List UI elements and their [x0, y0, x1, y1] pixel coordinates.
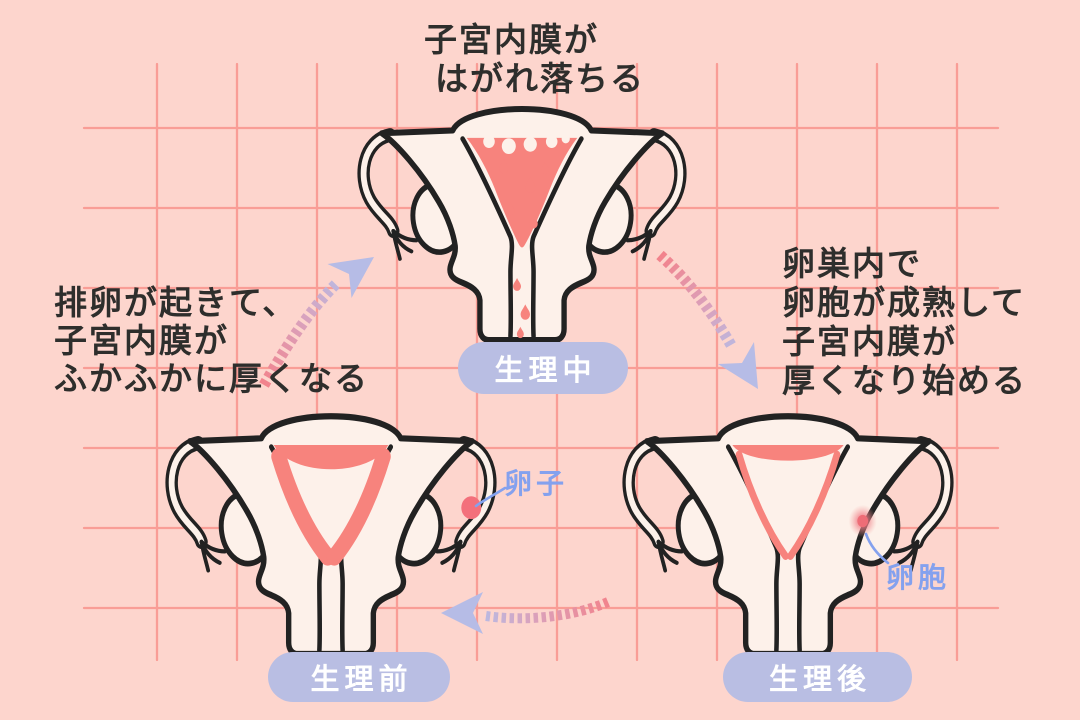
note-line: はがれ落ちる [435, 59, 645, 98]
thin-lining-walls [735, 450, 841, 560]
egg-annotation: 卵子 [504, 467, 569, 500]
note-line: ふかふかに厚くなる [54, 359, 369, 398]
note-line: 子宮内膜が [424, 20, 599, 59]
egg-leader-line [474, 486, 507, 508]
uterus-illustration-after-menstruation [629, 416, 948, 654]
note-line: 卵胞が成熟して [782, 283, 1027, 322]
uterus-illustration-during-menstruation [364, 109, 681, 340]
follicle-leader-line [864, 532, 890, 565]
note-line: 子宮内膜が [782, 322, 957, 361]
thick-lining-top [273, 445, 389, 470]
note-follicle-maturing: 卵巣内で 卵胞が成熟して 子宮内膜が 厚くなり始める [782, 244, 1027, 400]
note-line: 排卵が起きて、 [54, 283, 298, 322]
stage-label-during-menstruation: 生理中 [458, 342, 628, 394]
cycle-arrow-after-to-before [441, 592, 610, 634]
thin-lining-top [732, 445, 844, 461]
cycle-arrow-before-to-during [259, 257, 374, 388]
stage-label-before-menstruation: 生理前 [268, 652, 450, 702]
note-line: 子宮内膜が [54, 321, 229, 360]
follicle-dot [857, 514, 869, 528]
thick-lining-walls [271, 447, 391, 566]
note-endometrium-sheds: 子宮内膜が はがれ落ちる [424, 20, 645, 98]
note-line: 卵巣内で [782, 244, 922, 283]
note-ovulation-thickening: 排卵が起きて、 子宮内膜が ふかふかに厚くなる [54, 284, 369, 398]
stage-label-after-menstruation: 生理後 [723, 652, 912, 702]
uterus-illustration-before-menstruation [172, 416, 491, 654]
egg-dot [461, 496, 482, 520]
note-line: 厚くなり始める [782, 361, 1027, 400]
follicle-annotation: 卵胞 [886, 561, 951, 594]
cycle-arrow-during-to-after [656, 250, 758, 389]
lining-detachment-scallops [483, 134, 570, 154]
